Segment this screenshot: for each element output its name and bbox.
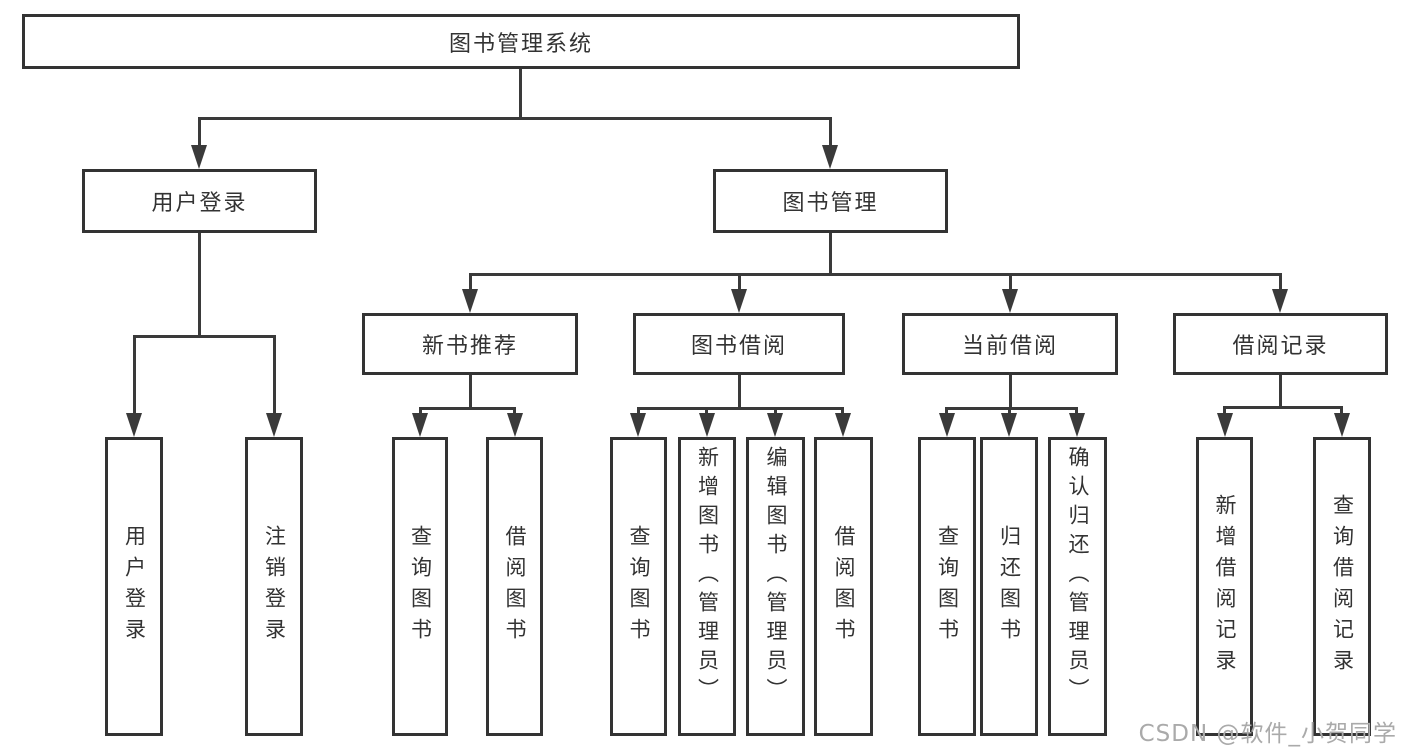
connector-drop	[513, 407, 516, 415]
connector-borrowing-bus	[637, 407, 844, 410]
connector-drop	[738, 273, 741, 289]
arrowhead-down-icon	[1002, 289, 1018, 313]
arrowhead-down-icon	[1272, 289, 1288, 313]
connector-current-bus	[945, 407, 1078, 410]
node-new-book-recommend: 新书推荐	[362, 313, 578, 375]
node-label: 注销登录	[262, 524, 287, 649]
node-label: 新增图书（管理员）	[695, 446, 720, 707]
connector-current-stem	[1009, 375, 1012, 407]
node-current-borrowing: 当前借阅	[902, 313, 1118, 375]
arrowhead-down-icon	[939, 413, 955, 437]
connector-recommend-bus	[419, 407, 516, 410]
connector-borrowing-stem	[738, 375, 741, 407]
node-borrowing-records: 借阅记录	[1173, 313, 1388, 375]
connector-recommend-stem	[469, 375, 472, 407]
connector-drop	[829, 117, 832, 145]
leaf-query-borrow-record: 查询借阅记录	[1313, 437, 1371, 736]
connector-records-bus	[1223, 406, 1343, 409]
connector-drop	[705, 407, 708, 415]
csdn-watermark: CSDN @软件_小贺同学	[1138, 721, 1397, 747]
node-label: 查询图书	[627, 524, 651, 649]
node-label: 借阅图书	[832, 524, 856, 649]
leaf-edit-book-admin: 编辑图书（管理员）	[746, 437, 805, 736]
arrowhead-down-icon	[1334, 413, 1350, 437]
leaf-query-books-recommend: 查询图书	[392, 437, 448, 736]
node-book-management: 图书管理	[713, 169, 948, 233]
arrowhead-down-icon	[1217, 413, 1233, 437]
leaf-query-books-borrowing: 查询图书	[610, 437, 667, 736]
node-label: 借阅图书	[503, 524, 527, 649]
arrowhead-down-icon	[767, 413, 783, 437]
arrowhead-down-icon	[822, 145, 838, 169]
connector-drop	[1340, 406, 1343, 415]
arrowhead-down-icon	[507, 413, 523, 437]
leaf-borrow-books-recommend: 借阅图书	[486, 437, 543, 736]
node-book-borrowing: 图书借阅	[633, 313, 845, 375]
connector-drop	[419, 407, 422, 415]
arrowhead-down-icon	[731, 289, 747, 313]
arrowhead-down-icon	[630, 413, 646, 437]
connector-userlogin-bus	[133, 335, 276, 338]
connector-level2-bus	[198, 117, 832, 120]
leaf-add-book-admin: 新增图书（管理员）	[678, 437, 736, 736]
leaf-user-login: 用户登录	[105, 437, 163, 736]
connector-drop	[774, 407, 777, 415]
node-label: 图书管理	[782, 191, 879, 216]
leaf-add-borrow-record: 新增借阅记录	[1196, 437, 1253, 736]
node-label: 图书管理系统	[448, 31, 593, 57]
node-label: 用户登录	[122, 524, 147, 649]
connector-drop	[1279, 273, 1282, 289]
connector-records-stem	[1279, 375, 1282, 406]
arrowhead-down-icon	[412, 413, 428, 437]
connector-drop	[273, 335, 276, 413]
node-label: 查询图书	[408, 524, 433, 649]
arrowhead-down-icon	[126, 413, 142, 437]
connector-drop	[637, 407, 640, 415]
node-label: 确认归还（管理员）	[1066, 446, 1090, 707]
node-label: 查询图书	[935, 524, 960, 649]
leaf-confirm-return-admin: 确认归还（管理员）	[1048, 437, 1107, 736]
node-label: 新书推荐	[421, 334, 518, 359]
connector-drop	[469, 273, 472, 289]
connector-drop	[841, 407, 844, 415]
connector-drop	[1223, 406, 1226, 415]
connector-drop	[198, 117, 201, 145]
leaf-borrow-books-borrowing: 借阅图书	[814, 437, 873, 736]
node-label: 编辑图书（管理员）	[764, 446, 788, 707]
node-label: 新增借阅记录	[1213, 493, 1237, 680]
connector-drop	[945, 407, 948, 415]
arrowhead-down-icon	[835, 413, 851, 437]
arrowhead-down-icon	[191, 145, 207, 169]
connector-userlogin-stem	[198, 233, 201, 335]
connector-bookmgmt-stem	[829, 233, 832, 273]
node-label: 图书借阅	[690, 334, 787, 359]
leaf-return-book: 归还图书	[980, 437, 1038, 736]
node-label: 查询借阅记录	[1330, 493, 1355, 680]
node-label: 当前借阅	[961, 334, 1058, 359]
connector-root-stem	[519, 69, 522, 117]
node-root-library-system: 图书管理系统	[22, 14, 1020, 69]
connector-drop	[1008, 407, 1011, 415]
arrowhead-down-icon	[1001, 413, 1017, 437]
arrowhead-down-icon	[266, 413, 282, 437]
connector-drop	[1009, 273, 1012, 289]
connector-drop	[133, 335, 136, 413]
leaf-logout: 注销登录	[245, 437, 303, 736]
connector-level3-bus	[469, 273, 1282, 276]
leaf-query-books-current: 查询图书	[918, 437, 976, 736]
arrowhead-down-icon	[699, 413, 715, 437]
node-label: 归还图书	[997, 524, 1022, 649]
node-label: 用户登录	[151, 191, 248, 216]
node-label: 借阅记录	[1232, 334, 1329, 359]
arrowhead-down-icon	[1069, 413, 1085, 437]
connector-drop	[1075, 407, 1078, 415]
arrowhead-down-icon	[462, 289, 478, 313]
node-user-login: 用户登录	[82, 169, 317, 233]
